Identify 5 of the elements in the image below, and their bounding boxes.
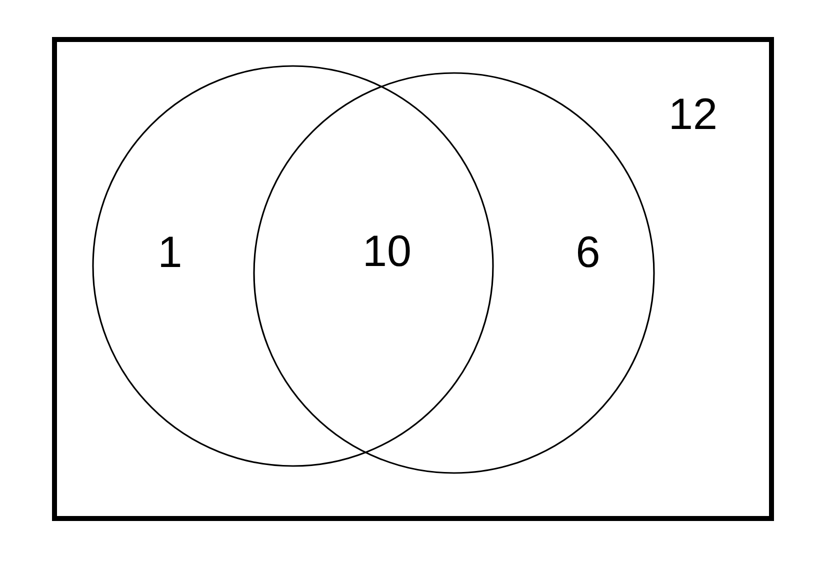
region-count: 6 (576, 231, 600, 275)
region-count: 10 (362, 230, 412, 274)
region-count: 12 (668, 93, 718, 137)
region-count: 1 (158, 231, 182, 275)
universe-rectangle (52, 37, 774, 521)
